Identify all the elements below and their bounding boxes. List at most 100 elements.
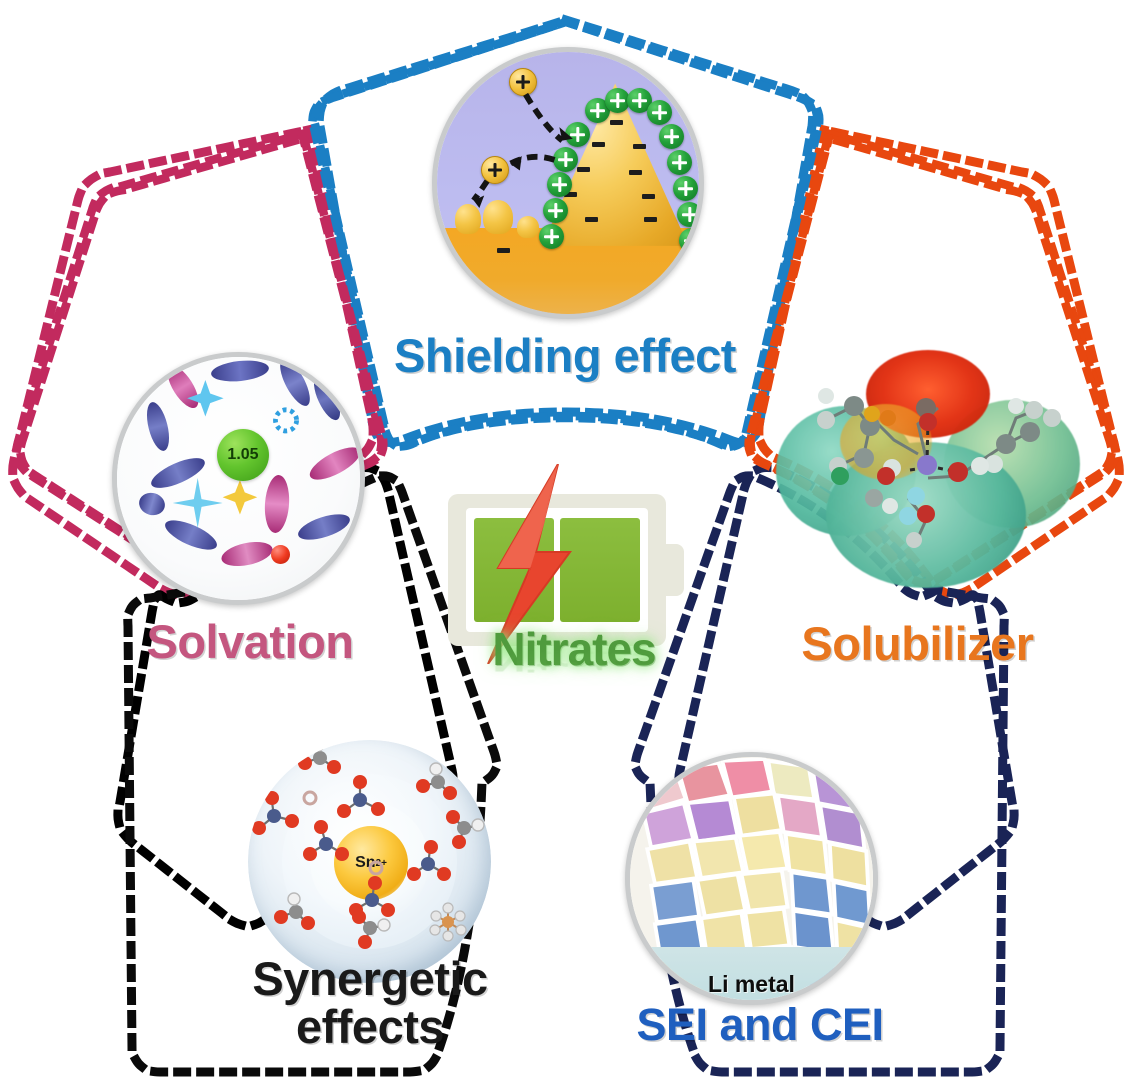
oxygen-atom [371,802,385,816]
sparkle-icon [187,380,224,417]
free-ion [302,790,318,806]
oxygen-atom [353,775,367,789]
oxygen-atom [303,847,317,861]
solvation-image[interactable]: 1.05 [112,352,365,605]
nitrogen-atom [365,893,379,907]
sparkle-icon [172,478,223,528]
solubilizer-image[interactable] [768,348,1086,610]
molecule-ball-and-stick [817,388,1061,548]
oxygen-atom [314,820,328,834]
shielding-effect-image[interactable] [432,47,704,319]
hydrogen-atom [471,818,485,832]
carbon-atom [289,905,303,919]
cation-icon [481,156,509,184]
petal-solubilizer[interactable] [744,132,1116,588]
cation-icon [509,68,537,96]
minus-charge-icon [644,217,657,222]
lightning-bolt-icon [487,464,572,664]
shield-plus-icon [677,202,699,227]
li-metal-label: Li metal [708,971,795,997]
hydrogen-atom [287,892,301,906]
nitrates-center-logo[interactable]: Nitrates Nitrates [444,464,704,700]
minus-charge-icon [497,248,510,253]
minus-charge-icon [585,217,598,222]
oxygen-atom [298,756,312,770]
shield-plus-icon [553,147,578,172]
shield-plus-icon [543,198,568,223]
oxygen-atom [252,821,266,835]
petal-label-solubilizer[interactable]: Solubilizer [801,617,1034,670]
oxygen-atom [327,760,341,774]
oxygen-atom [285,814,299,828]
shield-plus-icon [679,228,699,253]
shield-plus-icon [659,124,684,149]
fluorine-atom [429,924,441,936]
carbon-atom [313,751,327,765]
minus-charge-icon [564,192,577,197]
petal-label-synergetic[interactable]: Synergetic effects [252,952,488,1053]
minus-charge-icon [629,170,642,175]
shield-plus-icon [565,122,590,147]
oxygen-atom [424,840,438,854]
sparkle-icon [273,407,300,434]
carbon-atom [363,921,377,935]
oxygen-atom [443,786,457,800]
deposit-bump [455,204,481,234]
nitrogen-atom [353,793,367,807]
oxygen-atom [274,910,288,924]
nitrates-label-reflection: Nitrates [492,645,656,678]
oxygen-atom [368,876,382,890]
minus-charge-icon [592,142,605,147]
petal-shielding[interactable] [310,17,822,451]
minus-charge-icon [610,120,623,125]
oxygen-atom [437,867,451,881]
battery-cell [560,518,640,622]
fluorine-atom [442,902,454,914]
oxygen-atom [446,810,460,824]
deposit-bump [517,216,539,238]
shield-plus-icon [667,150,692,175]
carbon-atom [431,775,445,789]
sparkle-icon [222,479,258,515]
carbon-atom [457,821,471,835]
solvation-sparkles [172,380,300,528]
hydrogen-atom [377,918,391,932]
anion-marker [271,545,290,564]
shield-plus-icon [539,224,564,249]
hydrogen-atom [429,762,443,776]
oxygen-atom [452,835,466,849]
hydrogen-atom [311,740,325,752]
petal-label-solvation[interactable]: Solvation [146,615,354,668]
petal-label-shielding[interactable]: Shielding effect [394,329,736,382]
nitrates-label: Nitrates [492,623,656,675]
fluorine-atom [442,930,454,942]
minus-charge-icon [577,167,590,172]
petal-label-seicei[interactable]: SEI and CEI [636,999,884,1050]
deposit-bump [483,200,513,234]
oxygen-atom [335,847,349,861]
shield-plus-icon [605,88,630,113]
oxygen-atom [407,867,421,881]
nitrogen-atom [319,837,333,851]
oxygen-atom [301,916,315,930]
free-ion [368,860,384,876]
nitrate-and-solvent-molecules [252,740,485,949]
sei-cei-image[interactable]: Li metal [625,752,878,1005]
oxygen-atom [352,910,366,924]
oxygen-atom [416,779,430,793]
fluorine-atom [455,924,467,936]
solvation-center-value: 1.05 [217,429,269,481]
oxygen-atom [381,903,395,917]
minus-charge-icon [642,194,655,199]
oxygen-atom [358,935,372,949]
nitrogen-atom [421,857,435,871]
phosphorus-atom [442,916,454,928]
petal-solvation[interactable] [16,132,388,588]
shield-plus-icon [673,176,698,201]
li-metal-substrate [630,946,873,1000]
shield-plus-icon [647,100,672,125]
nitrates-wordmark: Nitrates Nitrates [444,622,704,732]
ion-migration-arrows [471,92,573,209]
